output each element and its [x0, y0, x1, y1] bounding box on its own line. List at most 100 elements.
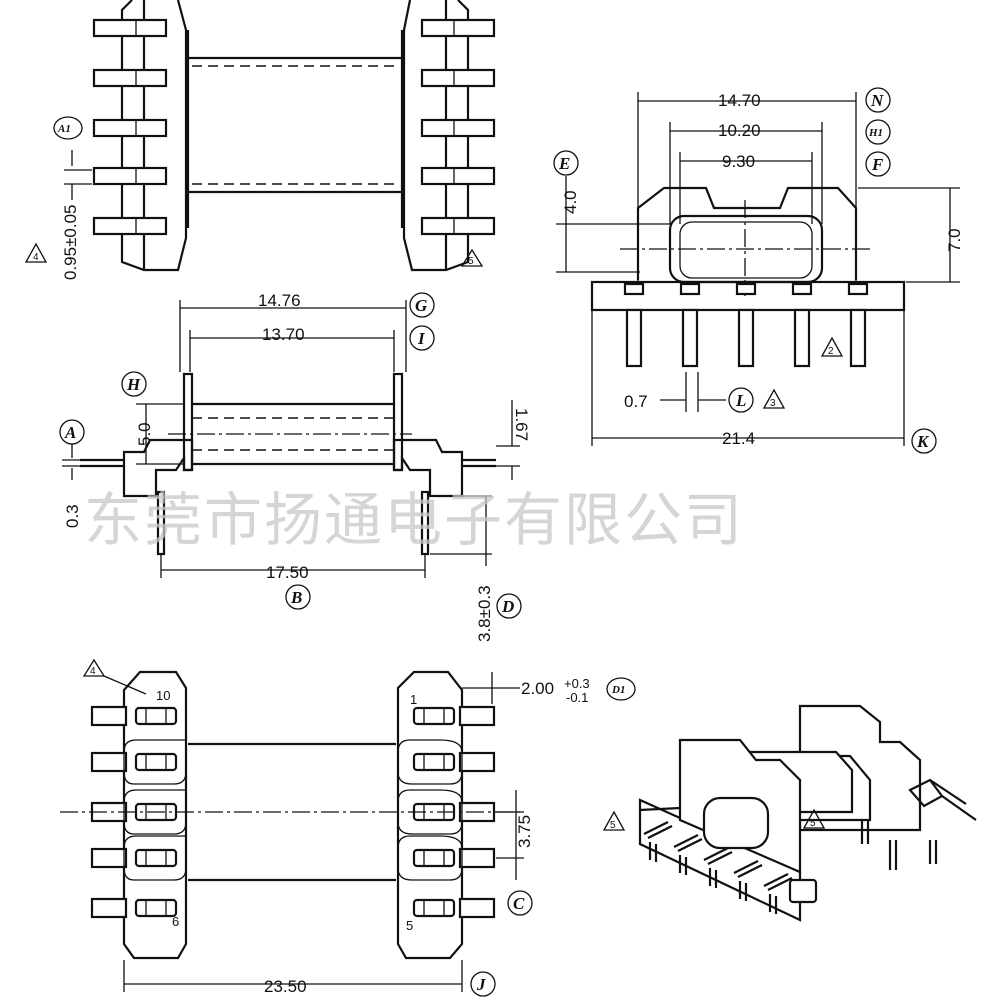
tag-d1: D1	[611, 684, 625, 696]
pin	[737, 308, 755, 368]
tag-j: J	[476, 975, 486, 994]
pin	[849, 308, 867, 368]
pin-tab-left	[92, 18, 168, 38]
note-3-right: 3	[770, 398, 776, 409]
tag-d: D	[501, 597, 514, 616]
note-4-bottom: 4	[90, 666, 96, 677]
iso-pin-lead	[673, 834, 699, 848]
pin-shoulder	[791, 282, 813, 296]
pin-tab-left	[92, 166, 168, 186]
tag-h: H	[126, 375, 141, 394]
pin-left	[90, 847, 128, 869]
pin-tab-right	[420, 118, 496, 138]
iso-pin-lead	[677, 838, 703, 852]
iso-pin-lead	[643, 821, 669, 835]
pin-tab-left	[92, 118, 168, 138]
tag-a1: A1	[57, 123, 71, 135]
pad-left	[134, 898, 178, 918]
iso-pin-lead	[737, 864, 763, 878]
dim-flange-width: 14.76	[258, 291, 301, 310]
iso-pin-lead	[703, 847, 729, 861]
tag-f: F	[871, 155, 884, 174]
iso-pin-lead	[763, 873, 789, 887]
tag-a: A	[64, 423, 76, 442]
dim-pin-pitch: 3.75	[515, 815, 534, 848]
pad-right	[412, 752, 456, 772]
pin-tab-right	[420, 166, 496, 186]
dim-pin-width-tolerance: 0.95±0.05	[61, 204, 80, 280]
dim-core-width: 9.30	[722, 152, 755, 171]
tag-i: I	[417, 329, 426, 348]
pin-right	[458, 705, 496, 727]
tag-h1: H1	[868, 127, 883, 139]
mid-left-view: 14.76 13.70 G I 5.0 H A 0.3	[59, 291, 531, 642]
pad-right	[412, 848, 456, 868]
dim-core-height: 5.0	[135, 422, 154, 446]
iso-pin-lead	[647, 825, 673, 839]
pin-shoulder	[735, 282, 757, 296]
dim-flange-step: 1.67	[512, 408, 531, 441]
pin-shoulder	[847, 282, 869, 296]
pad-outline-right	[397, 835, 463, 881]
dim-pin-thickness: 0.3	[63, 504, 82, 528]
pin-tab-right	[420, 68, 496, 88]
pin	[681, 308, 699, 368]
pad-left	[134, 848, 178, 868]
pin-shoulder	[679, 282, 701, 296]
pin-number-10: 10	[156, 688, 170, 703]
pin-left	[90, 751, 128, 773]
tag-b: B	[290, 588, 302, 607]
pin	[793, 308, 811, 368]
iso-pin-lead	[707, 851, 733, 865]
tag-c: C	[513, 894, 525, 913]
dim-pad-tol-minus: -0.1	[566, 690, 588, 705]
pad-right	[412, 706, 456, 726]
tag-g: G	[415, 296, 428, 315]
iso-pin-lead	[733, 860, 759, 874]
pad-outline-left	[123, 739, 187, 785]
tag-e: E	[558, 154, 570, 173]
pin-tab-right	[420, 18, 496, 38]
pin-number-1: 1	[410, 692, 417, 707]
dim-pin-length: 3.8±0.3	[475, 585, 494, 642]
pin-right	[458, 897, 496, 919]
dim-window-height: 4.0	[561, 190, 580, 214]
pin-tab-left	[92, 68, 168, 88]
note-2-right: 2	[828, 346, 834, 357]
dim-pad-length: 2.00	[521, 679, 554, 698]
top-left-view: 0.95±0.05 A1 4 5	[24, 0, 496, 280]
dim-total-height: 7.0	[945, 228, 964, 252]
dim-base-width: 21.4	[722, 429, 755, 448]
dim-pin-width: 0.7	[624, 392, 648, 411]
dim-window-width: 10.20	[718, 121, 761, 140]
dim-inner-width: 13.70	[262, 325, 305, 344]
tag-k: K	[916, 432, 930, 451]
right-view: 14.70 10.20 9.30 N H1 F E 4.0 7.0	[553, 87, 964, 454]
dim-pin-span: 17.50	[266, 563, 309, 582]
bottom-view: 4 10 1 6 5 2.00 +0.3 -0.1 D1 3.75 C 23.5…	[60, 658, 636, 997]
iso-pin-lead	[767, 877, 793, 891]
pin-tab-left	[92, 216, 168, 236]
pad-outline-right	[397, 789, 463, 835]
dim-outer-width: 14.70	[718, 91, 761, 110]
note-5-iso-right: 5	[810, 818, 816, 829]
pin-right	[458, 847, 496, 869]
pin-left	[90, 897, 128, 919]
tag-n: N	[870, 91, 884, 110]
pad-left	[134, 706, 178, 726]
note-5-top-left: 5	[468, 256, 474, 267]
iso-view: 5 5	[602, 704, 977, 922]
pin-tab-right	[420, 216, 496, 236]
note-5-iso-left: 5	[610, 820, 616, 831]
pin-number-6: 6	[172, 914, 179, 929]
pad-left	[134, 752, 178, 772]
pin-number-5: 5	[406, 918, 413, 933]
company-watermark: 东莞市扬通电子有限公司	[84, 486, 744, 554]
dim-pad-tol-plus: +0.3	[564, 676, 590, 691]
tag-l: L	[735, 391, 746, 410]
pad-outline-right	[397, 739, 463, 785]
dim-overall-length: 23.50	[264, 977, 307, 996]
note-4-top-left: 4	[33, 252, 39, 263]
